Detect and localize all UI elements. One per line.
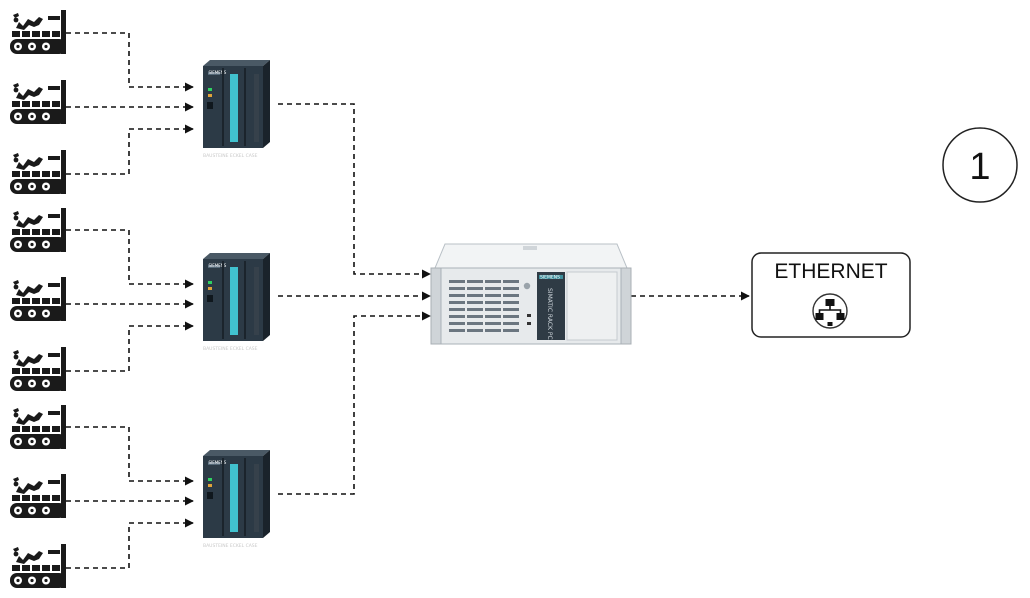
- svg-text:BAUSTEINE ECKEL CASE: BAUSTEINE ECKEL CASE: [203, 543, 258, 549]
- robot-conveyor-icon: [10, 208, 66, 252]
- connector-machine-7-to-plc-3: [66, 426, 194, 486]
- svg-text:BAUSTEINE ECKEL CASE: BAUSTEINE ECKEL CASE: [203, 346, 258, 352]
- robot-conveyor-icon: [10, 277, 66, 321]
- ethernet-label: ETHERNET: [774, 260, 887, 283]
- connector-plc-1-to-ipc: [278, 103, 431, 279]
- svg-text:BAUSTEINE ECKEL CASE: BAUSTEINE ECKEL CASE: [203, 153, 258, 159]
- svg-text:SIEMENS: SIEMENS: [209, 70, 227, 75]
- connector-machine-6-to-plc-2: [66, 321, 194, 372]
- svg-text:SIEMENS: SIEMENS: [209, 460, 227, 465]
- step-number: 1: [969, 146, 990, 188]
- network-topology-icon: [812, 293, 848, 329]
- svg-text:SIEMENS: SIEMENS: [209, 263, 227, 268]
- connector-machine-9-to-plc-3: [66, 518, 194, 569]
- robot-conveyor-icon: [10, 80, 66, 124]
- connector-machine-3-to-plc-1: [66, 124, 194, 175]
- robot-conveyor-icon: [10, 10, 66, 54]
- connector-plc-3-to-ipc: [278, 311, 431, 495]
- svg-text:SIMATIC RACK PC: SIMATIC RACK PC: [546, 288, 553, 340]
- plc-1: SIEMENS BAUSTEINE ECKEL CASE: [203, 60, 270, 159]
- connectors: [66, 32, 750, 569]
- connector-machine-4-to-plc-2: [66, 229, 194, 289]
- plc-2: SIEMENS BAUSTEINE ECKEL CASE: [203, 253, 270, 352]
- connector-machine-1-to-plc-1: [66, 32, 194, 92]
- step-number-badge: 1: [942, 127, 1018, 203]
- robot-conveyor-icon: [10, 474, 66, 518]
- robot-conveyor-icon: [10, 544, 66, 588]
- robot-conveyor-icon: [10, 347, 66, 391]
- plc-3: SIEMENS BAUSTEINE ECKEL CASE: [203, 450, 270, 549]
- robot-conveyor-icon: [10, 405, 66, 449]
- rack-pc: SIEMENS SIMATIC RACK PC: [430, 243, 632, 345]
- ethernet-node: ETHERNET: [751, 252, 911, 338]
- robot-conveyor-icon: [10, 150, 66, 194]
- svg-text:SIEMENS: SIEMENS: [540, 275, 560, 281]
- machine-icons: [10, 10, 66, 588]
